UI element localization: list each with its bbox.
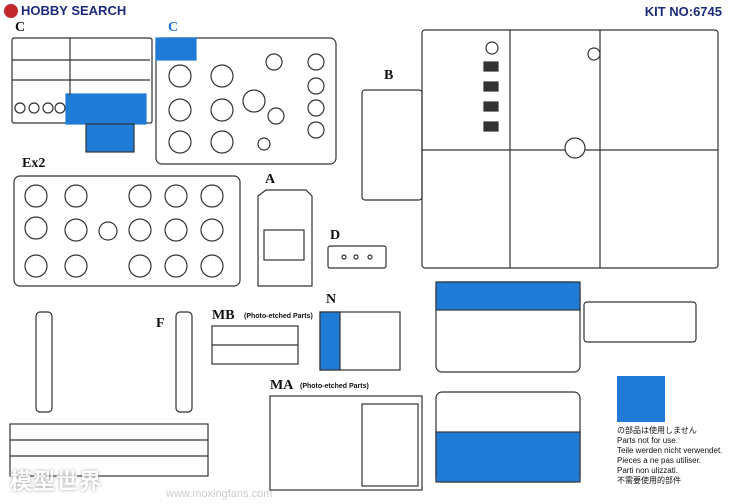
sprue-b-label: B [384,68,394,83]
unused-parts-swatch [617,376,665,422]
watermark-logo: 模型世界 [10,470,103,495]
sprue-c-right-frame [155,37,337,165]
kit-number: KIT NO:6745 [644,4,722,19]
sprue-c-left-label: C [15,20,26,35]
sprue-f-label: F [156,316,165,331]
legend-line-cn: 不需要使用的部件 [617,476,681,485]
part-a-outline [257,189,313,287]
sprue-extra-frame [583,301,697,343]
sprue-f-arm-right [175,311,193,413]
sprue-ma-frame [269,395,423,491]
sprue-f-frame [9,423,209,477]
sprue-f-arm-left [35,311,53,413]
legend-line-jp: の部品は使用しません [617,426,697,435]
sprue-ex2-frame [13,175,241,287]
legend-line-en: Parts not for use. [617,436,678,445]
sprue-ma-label: MA [270,378,294,393]
sprue-ma-note: (Photo-etched Parts) [300,383,369,390]
sprue-mb-label: MB [212,308,235,323]
legend-notes: の部品は使用しません Parts not for use. Teile werd… [617,426,729,486]
sprue-d-label: D [330,228,341,243]
sprue-n-label: N [326,292,337,307]
sprue-mb-note: (Photo-etched Parts) [244,313,313,320]
logo-text: HOBBY SEARCH [21,3,127,18]
sprue-c-left-blue-tab [85,123,135,153]
logo-badge-icon [4,3,18,18]
sprue-ex2-label: Ex2 [22,156,46,171]
legend-line-fr: Pieces a ne pas utiliser. [617,456,702,465]
legend-line-de: Teile werden nicht verwendet. [617,446,723,455]
sprue-d-frame [327,245,387,269]
hobby-search-logo[interactable]: HOBBY SEARCH [4,3,126,18]
watermark-url: www.moxingfans.com [166,488,273,500]
sprue-c-left-blue-area [65,93,147,125]
legend-line-it: Parti non ulizzati. [617,466,678,475]
part-a-label: A [265,172,276,187]
sprue-c-right-label: C [168,20,179,35]
